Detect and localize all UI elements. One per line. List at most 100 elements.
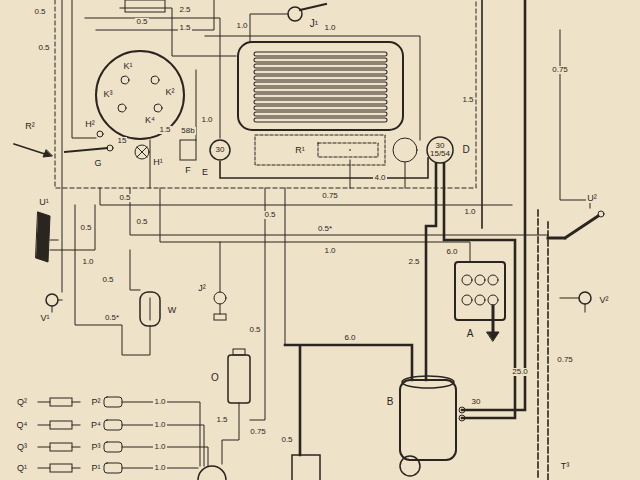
- medium-wire: [481, 0, 483, 228]
- wire-gauge: 0.75: [551, 66, 569, 74]
- wire-gauge: 6.0: [445, 248, 458, 256]
- wire-gauge: 1.0: [81, 258, 94, 266]
- part-letter: A: [466, 329, 475, 339]
- wire-gauge: 0.5: [33, 8, 46, 16]
- part-letter: Q²: [16, 398, 28, 407]
- part-letter: K⁴: [144, 116, 156, 125]
- switch-terminal: 3015/54: [426, 136, 454, 164]
- grille-slot-inner: [256, 54, 385, 120]
- radio-knob: [349, 149, 350, 150]
- part-letter: T³: [560, 462, 571, 471]
- part-letter: E: [201, 168, 209, 177]
- wire-gauge: 1.0: [153, 464, 166, 472]
- part-letter: R²: [24, 122, 36, 131]
- wire-gauge: 30: [471, 398, 482, 406]
- plug-cap: [104, 463, 122, 473]
- wire-gauge: 0.5: [280, 436, 293, 444]
- wire-gauge: 58b: [180, 127, 195, 135]
- part-letter: H¹: [152, 158, 164, 167]
- generator-pulley: [400, 456, 420, 476]
- part-letter: U¹: [38, 198, 50, 207]
- switch-terminal: 30: [209, 139, 231, 161]
- fuel-gauge-switch: [180, 140, 196, 160]
- spark-plug-body: [50, 421, 72, 429]
- terminal-number: 15/54: [430, 150, 450, 158]
- part-letter: F: [184, 166, 192, 175]
- wire-gauge: 0.5*: [317, 225, 333, 233]
- spark-plug-body: [50, 398, 72, 406]
- wire-gauge: 0.75: [321, 192, 339, 200]
- part-letter: U²: [586, 194, 598, 203]
- horn-button: [140, 292, 160, 326]
- spark-plug: [38, 402, 80, 468]
- relay-block: [125, 0, 165, 12]
- wire-gauge: 1.0: [463, 208, 476, 216]
- wire-gauge: 25.0: [511, 368, 529, 376]
- wire-gauge: 0.75: [249, 428, 267, 436]
- plug-cap: [104, 397, 122, 407]
- horn-lead: [52, 300, 62, 312]
- wire-gauge: 15: [117, 137, 128, 145]
- fuse-box: [455, 262, 505, 320]
- warning-lamp: [151, 76, 159, 84]
- part-letter: K¹: [123, 62, 134, 71]
- bulb-cross: [137, 147, 147, 157]
- wire-gauge: 1.0: [323, 24, 336, 32]
- wire-gauge: 1.0: [153, 398, 166, 406]
- arrow-head: [487, 332, 499, 341]
- fuse: [488, 295, 498, 305]
- part-letter: J²: [197, 284, 207, 293]
- terminal-circle: [210, 140, 230, 160]
- warning-lamp: [121, 76, 129, 84]
- switch-arrow: [50, 240, 58, 241]
- wire-gauge: 1.0: [153, 443, 166, 451]
- speaker-grille: [238, 42, 403, 130]
- speedometer: [96, 51, 184, 139]
- wire-connector: [220, 157, 428, 178]
- oil-switch-stem: [220, 304, 221, 314]
- part-letter: P⁴: [90, 421, 102, 430]
- part-letter: V¹: [40, 314, 51, 323]
- terminal-number: 30: [436, 142, 445, 150]
- fuse: [462, 275, 472, 285]
- part-letter: V²: [599, 296, 610, 305]
- wire-gauge: 1.0: [153, 421, 166, 429]
- part-letter: O: [210, 373, 220, 383]
- coil-cap: [233, 349, 245, 355]
- fuse: [475, 295, 485, 305]
- generator-terminal: [459, 407, 465, 413]
- wire-gauge: 4.0: [373, 174, 386, 182]
- body-loom-dashed: [538, 210, 548, 480]
- warning-lamp: [118, 104, 126, 112]
- switch-knob: [598, 211, 604, 217]
- fuse: [462, 295, 472, 305]
- wire-gauge: 1.5: [461, 96, 474, 104]
- horn: [46, 294, 58, 306]
- ignition-coil: [228, 355, 250, 403]
- radio-outline: [255, 135, 385, 165]
- wire-gauge: 0.5: [118, 194, 131, 202]
- plug-cap: [104, 420, 122, 430]
- instrument-bulb: [135, 145, 149, 159]
- oil-pressure-switch: [214, 292, 226, 304]
- wire-gauge: 1.5: [178, 24, 191, 32]
- wire-gauge: 1.0: [200, 116, 213, 124]
- part-letter: Q¹: [16, 464, 28, 473]
- distributor: [198, 466, 226, 480]
- high-beam-lamp: [97, 131, 103, 137]
- part-letter: D: [461, 145, 470, 155]
- part-letter: J¹: [309, 19, 319, 29]
- warning-lamp: [154, 104, 162, 112]
- part-letter: P¹: [91, 464, 102, 473]
- generator: [400, 380, 456, 460]
- part-letter: Q⁴: [16, 421, 29, 430]
- fuse: [475, 275, 485, 285]
- wire-gauge: 0.5: [101, 276, 114, 284]
- brake-light-switch: [14, 144, 48, 155]
- part-letter: P²: [91, 398, 102, 407]
- wire-gauge: 1.5: [215, 416, 228, 424]
- panel-outline: [55, 0, 476, 188]
